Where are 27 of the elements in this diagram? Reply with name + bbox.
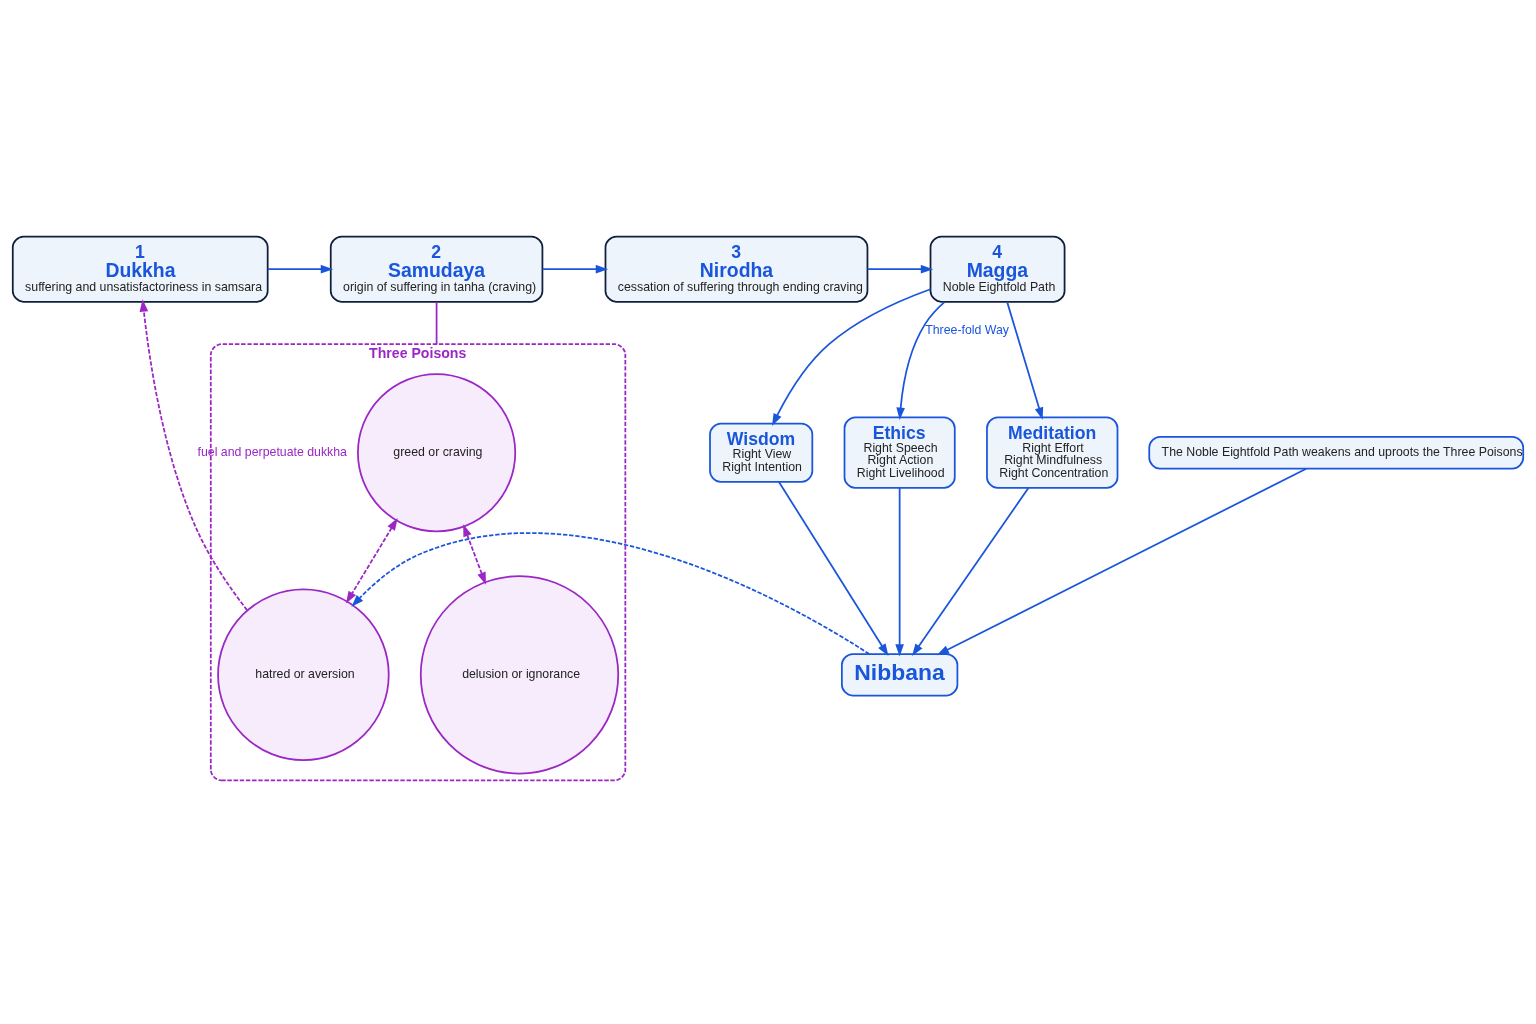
arrow <box>463 524 486 585</box>
edge-label: Three-fold Way <box>925 322 1010 337</box>
arrow <box>936 467 1308 656</box>
arrow <box>1006 301 1044 420</box>
node-box: 2 Samudaya origin of suffering in tanha (craving) <box>329 235 544 303</box>
node-box: 4 Magga Noble Eightfold Path <box>929 235 1066 303</box>
connector <box>435 301 438 345</box>
arrow <box>345 518 398 604</box>
arrow <box>541 264 609 274</box>
arrow <box>351 532 871 655</box>
edge-label: fuel and perpetuate dukkha <box>197 444 347 459</box>
arrow <box>772 288 932 426</box>
node-circle: delusion or ignorance <box>419 575 620 775</box>
node-box: Meditation Right Effort Right Mindfulness Right Concentration <box>986 416 1119 489</box>
node-box: 3 Nirodha cessation of suffering through ending craving <box>604 235 869 303</box>
arrow <box>895 487 904 657</box>
arrow <box>266 264 334 274</box>
node-box: Nibbana <box>841 653 959 697</box>
arrow <box>896 301 946 420</box>
node-box: Wisdom Right View Right Intention <box>709 422 814 483</box>
arrow <box>778 481 889 657</box>
node-box: Ethics Right Speech Right Action Right Livelihood <box>843 416 956 489</box>
arrow <box>866 264 934 274</box>
node-box: The Noble Eightfold Path weakens and uproots the Three Poisons <box>1148 435 1525 470</box>
arrow <box>912 487 1030 657</box>
arrow <box>139 299 248 611</box>
node-box: 1 Dukkha suffering and unsatisfactoriness in samsara <box>11 235 269 303</box>
